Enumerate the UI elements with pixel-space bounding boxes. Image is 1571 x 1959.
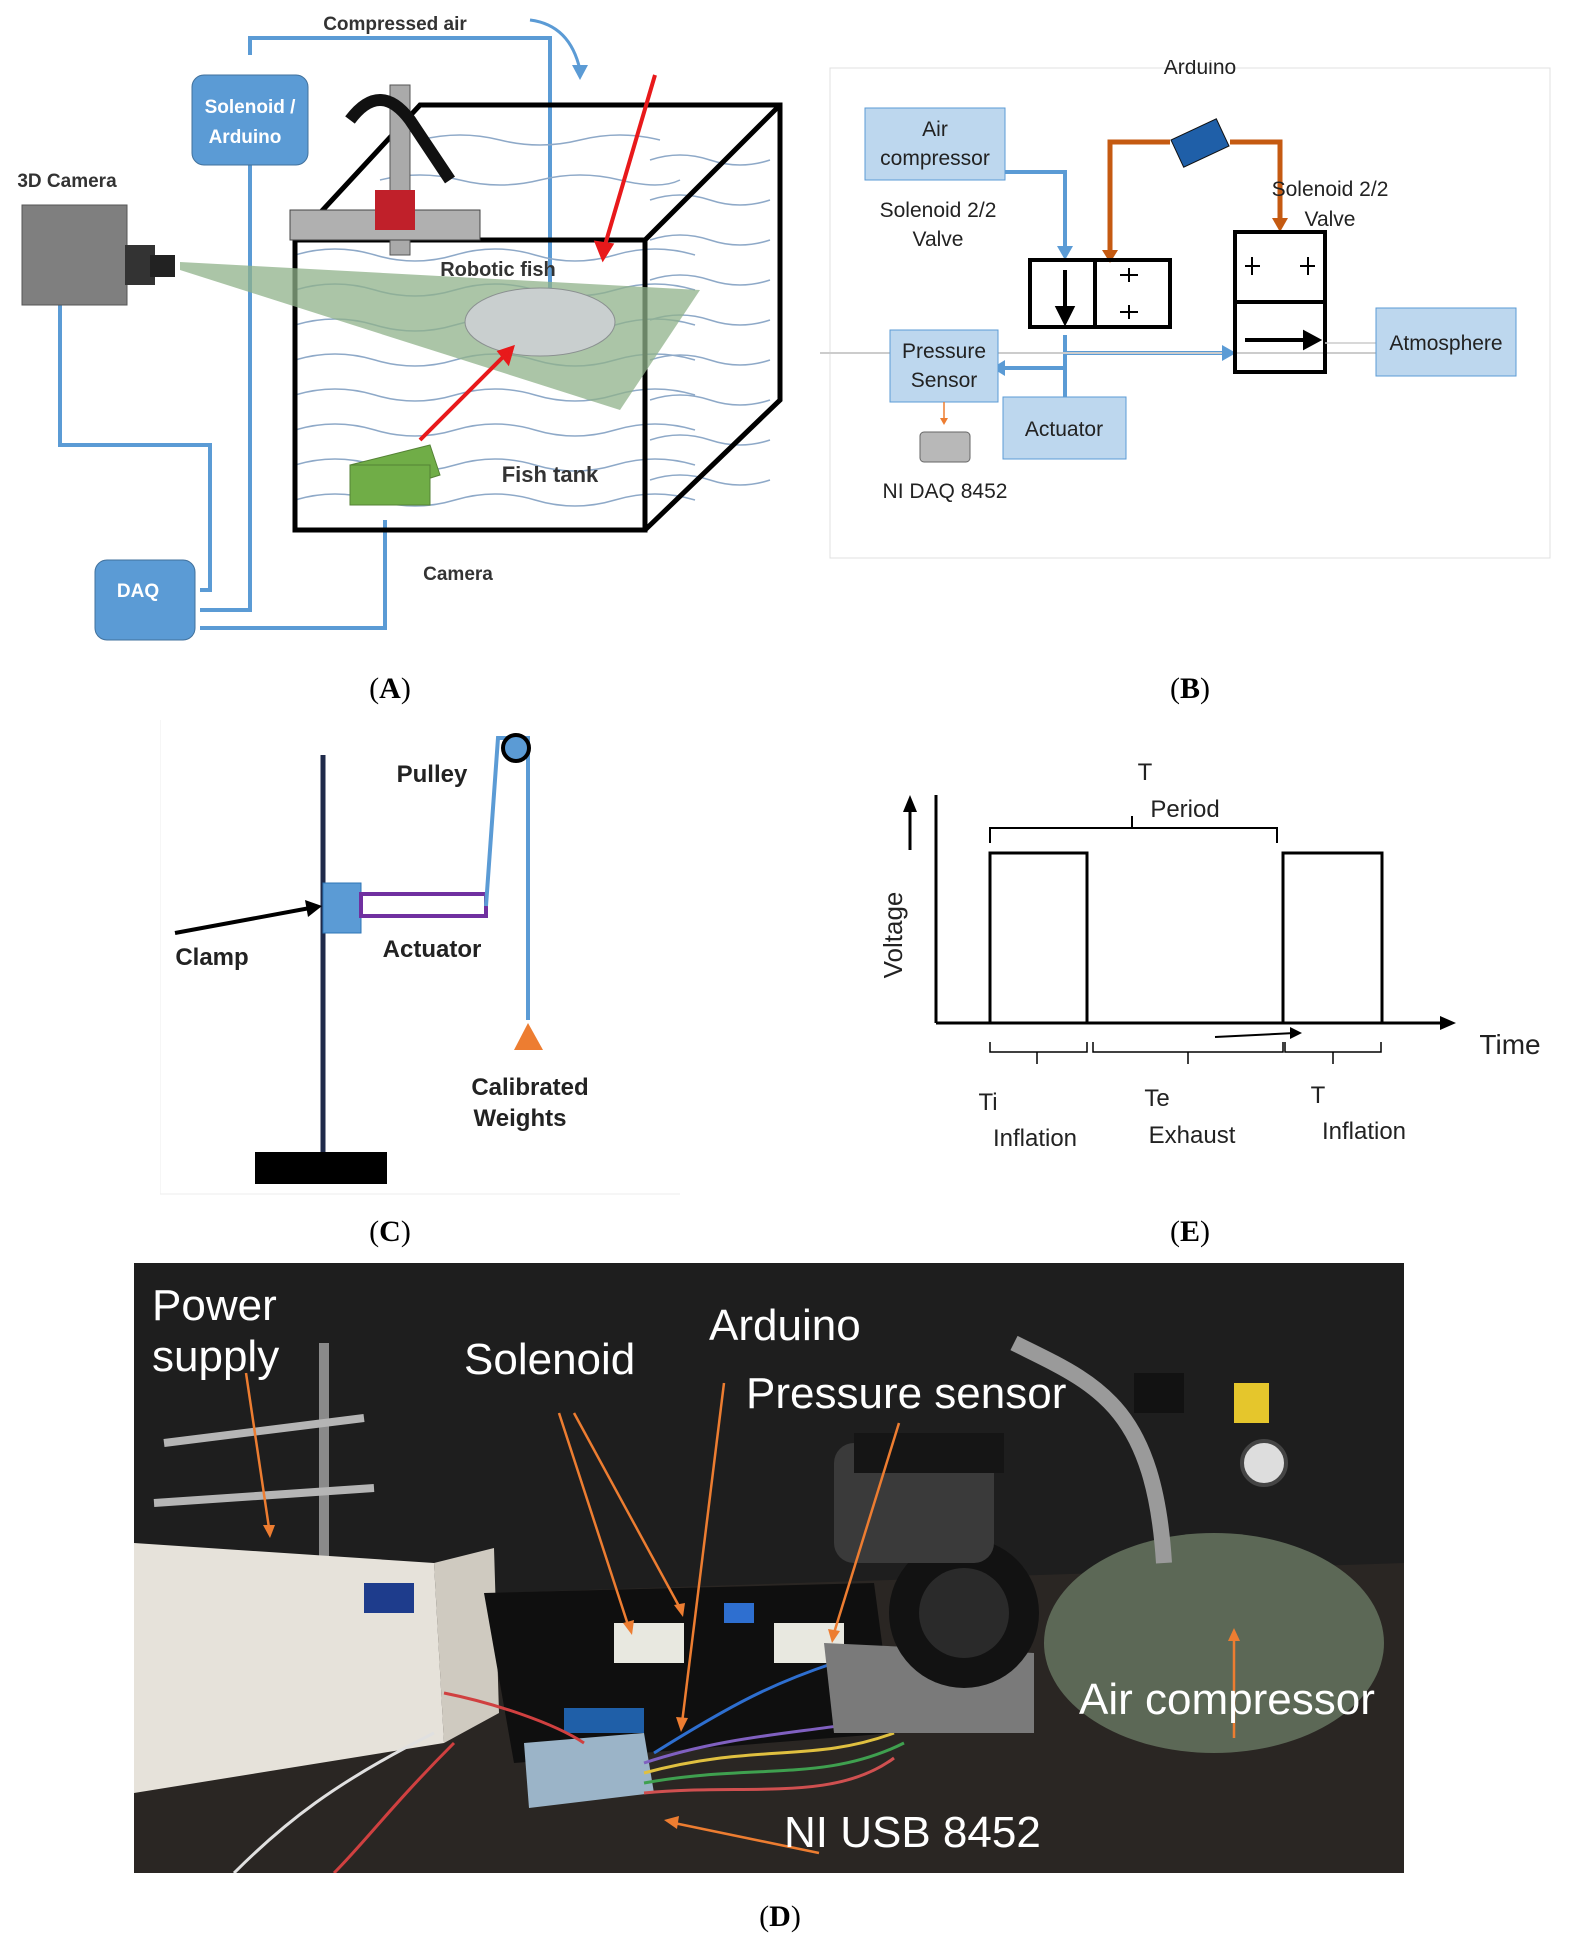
solenoid-arduino-box <box>191 74 309 166</box>
atmosphere-label: Atmosphere <box>1389 332 1502 355</box>
solenoid-arduino-label-2: Arduino <box>209 127 282 148</box>
time-label: Time <box>1479 1029 1540 1060</box>
fish-tank-label: Fish tank <box>502 462 599 487</box>
camera-label: Camera <box>423 564 493 585</box>
air-compressor-label-1: Air <box>922 118 948 141</box>
solenoid-left-label-2: Valve <box>913 228 964 251</box>
voltage-label: Voltage <box>878 892 908 979</box>
ti-brace <box>989 1042 1088 1064</box>
clamp-label: Clamp <box>175 944 248 971</box>
pulley-label: Pulley <box>397 761 468 788</box>
camera-view-sheet <box>180 262 700 410</box>
power-supply-label: Power supply <box>152 1281 279 1382</box>
pressure-sensor-label-1: Pressure <box>902 340 986 363</box>
arduino-label: Arduino <box>709 1301 861 1350</box>
t-brace <box>1284 1042 1382 1064</box>
daq-box <box>94 559 196 641</box>
setup-photo: Power supply Solenoid Arduino Pressure s… <box>134 1263 1404 1873</box>
exhaust-label: Exhaust <box>1149 1122 1236 1149</box>
compressed-air-arrowhead <box>572 65 588 80</box>
caption-c: (C) <box>369 1215 411 1248</box>
caption-e: (E) <box>1169 1215 1210 1248</box>
caption-b: (B) <box>1169 672 1210 705</box>
pulley-string <box>484 736 530 1020</box>
te-brace <box>1092 1042 1284 1064</box>
panel-a-diagram: Solenoid / Arduino DAQ Compressed air 3D… <box>17 14 783 641</box>
ti-label: Ti <box>978 1089 997 1116</box>
actuator-label: Actuator <box>383 936 482 963</box>
stand-base <box>255 1152 387 1184</box>
solenoid-label: Solenoid <box>464 1335 636 1384</box>
panel-e-diagram: T Period Voltage Time Ti Inflation Te Ex… <box>878 759 1541 1152</box>
power-supply-label-2: supply <box>152 1331 280 1381</box>
arduino-wires <box>1107 139 1283 255</box>
3d-camera-label: 3D Camera <box>17 171 117 192</box>
pulse-2 <box>1281 851 1384 1023</box>
pressure-sensor-box <box>889 329 999 403</box>
solenoid-valve-right <box>1233 230 1327 374</box>
weight-triangle <box>514 1023 543 1050</box>
arduino-label: Arduino <box>1164 60 1236 79</box>
red-arrows <box>418 74 657 442</box>
3d-camera <box>21 204 175 306</box>
air-compressor-label: Air compressor <box>1079 1675 1375 1724</box>
caption-a: (A) <box>369 672 411 705</box>
air-lines <box>1000 170 1230 415</box>
actuator-box <box>1002 396 1127 460</box>
te-label: Te <box>1144 1085 1169 1112</box>
photo-illustration <box>134 1263 1404 1873</box>
clamp <box>322 882 362 934</box>
ni-daq-device <box>919 431 971 463</box>
period-brace <box>989 816 1278 843</box>
actuator-bar <box>359 892 488 918</box>
solenoid-arduino-label-1: Solenoid / <box>205 97 297 118</box>
pressure-sensor-label-2: Sensor <box>911 369 978 392</box>
arduino-board <box>1170 118 1230 168</box>
atmosphere-box <box>1375 307 1517 377</box>
daq-label: DAQ <box>117 581 159 602</box>
t2-label: T <box>1311 1082 1326 1109</box>
period-t-label: T <box>1138 759 1153 786</box>
panel-c-diagram: Pulley Clamp Actuator Calibrated Weights <box>160 720 680 1195</box>
compressed-air-label: Compressed air <box>323 14 467 35</box>
weights-label-2: Weights <box>474 1105 567 1132</box>
period-label: Period <box>1150 796 1219 823</box>
power-supply-label-1: Power <box>152 1281 277 1330</box>
pulley-wheel <box>501 733 531 763</box>
pulse-1 <box>988 851 1089 1023</box>
inflation-2-label: Inflation <box>1322 1118 1406 1145</box>
panel-b-diagram: Air compressor Pressure Sensor Actuator … <box>820 60 1551 559</box>
solenoid-right-label-1: Solenoid 2/2 <box>1272 178 1389 201</box>
annotation-arrows <box>244 1372 1240 1855</box>
inflation-1-label: Inflation <box>993 1125 1077 1152</box>
robot-gantry <box>289 84 481 256</box>
actuator-label: Actuator <box>1025 418 1103 441</box>
bottom-camera <box>349 444 441 506</box>
cable-lines <box>58 36 552 630</box>
compressed-air-arrow <box>529 18 582 71</box>
ni-daq-label: NI DAQ 8452 <box>883 480 1008 503</box>
solenoid-left-label-1: Solenoid 2/2 <box>880 199 997 222</box>
solenoid-valve-left <box>1028 258 1172 329</box>
ni-usb-label: NI USB 8452 <box>784 1808 1041 1857</box>
solenoid-right-label-2: Valve <box>1305 208 1356 231</box>
caption-d: (D) <box>759 1900 801 1933</box>
air-compressor-label-2: compressor <box>880 147 990 170</box>
robotic-fish-label: Robotic fish <box>440 259 556 281</box>
pressure-sensor-label: Pressure sensor <box>746 1369 1067 1418</box>
air-compressor-box <box>864 107 1006 181</box>
robotic-fish-shape <box>464 287 616 357</box>
weights-label-1: Calibrated <box>471 1074 588 1101</box>
